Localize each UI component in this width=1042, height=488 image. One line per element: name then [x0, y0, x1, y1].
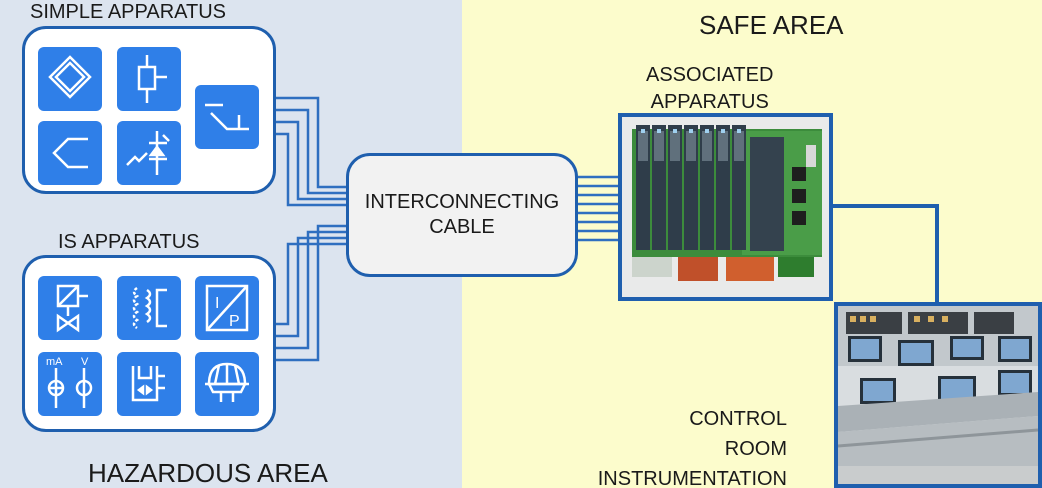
meter-label-ma: mA — [46, 356, 63, 368]
thermocouple-icon — [38, 121, 102, 185]
control-label-line1: CONTROL — [689, 408, 787, 430]
is-apparatus-box: I P mA V — [22, 255, 276, 432]
wire — [276, 224, 348, 362]
control-room-label: CONTROL ROOM INSTRUMENTATION — [567, 404, 787, 488]
ip-letter-p: P — [229, 313, 240, 330]
wire — [276, 230, 348, 350]
associated-apparatus-photo — [618, 113, 833, 301]
transformer-coil-icon — [117, 276, 181, 340]
solenoid-valve-icon — [38, 276, 102, 340]
wire — [276, 242, 348, 326]
ma-v-meter-icon: mA V — [38, 352, 102, 416]
bridge-sensor-icon — [38, 47, 102, 111]
switch-icon — [195, 85, 259, 149]
connector-line — [832, 204, 939, 304]
ip-converter-icon: I P — [195, 276, 259, 340]
cable-label-line1: INTERCONNECTING — [364, 191, 560, 213]
wire — [276, 96, 348, 189]
control-label-line2: ROOM — [724, 438, 787, 460]
hazardous-area-label: HAZARDOUS AREA — [88, 458, 328, 488]
simple-apparatus-box — [22, 26, 276, 194]
interconnecting-cable-box: INTERCONNECTING CABLE — [346, 153, 578, 277]
control-label-line3: INSTRUMENTATION — [597, 468, 787, 488]
control-room-photo — [834, 302, 1042, 488]
safe-area-label: SAFE AREA — [699, 10, 844, 40]
meter-label-v: V — [81, 356, 89, 368]
associated-apparatus-label: ASSOCIATED APPARATUS — [646, 62, 773, 116]
wire — [276, 132, 348, 207]
resistor-icon — [117, 47, 181, 111]
beacon-icon — [195, 352, 259, 416]
simple-apparatus-title: SIMPLE APPARATUS — [30, 1, 226, 23]
wire — [276, 108, 348, 195]
associated-label-line2: APPARATUS — [650, 91, 769, 113]
is-apparatus-title: IS APPARATUS — [58, 231, 200, 253]
associated-label-line1: ASSOCIATED — [646, 64, 774, 86]
cable-label-line2: CABLE — [429, 216, 495, 238]
ip-letter-i: I — [215, 295, 219, 312]
module-icon — [117, 352, 181, 416]
wire — [276, 236, 348, 338]
wire — [276, 120, 348, 201]
photodiode-icon — [117, 121, 181, 185]
